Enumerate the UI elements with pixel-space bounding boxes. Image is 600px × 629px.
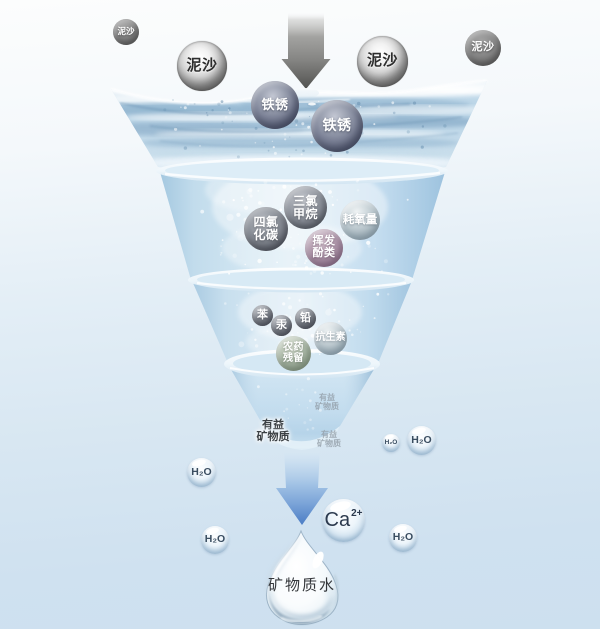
- sphere-label: 抗生素: [315, 332, 346, 344]
- calcium-charge: 2+: [351, 508, 363, 520]
- sphere-label: 铁锈: [261, 96, 289, 112]
- sphere-label-line: 四氯: [253, 215, 279, 230]
- sphere-label-line: 酚类: [312, 247, 336, 259]
- drop-label: 矿物质水: [267, 577, 336, 594]
- h2o-bubble-5: H₂O: [389, 524, 417, 552]
- h2o-bubble-4: H₂O: [201, 526, 229, 554]
- calcium-symbol: Ca: [324, 509, 351, 532]
- sphere-rust-1: 铁锈: [251, 81, 299, 129]
- sphere-sediment-2: 泥沙: [177, 41, 227, 91]
- sphere-pesticide-residue: 农药残留: [276, 336, 311, 371]
- sphere-label: 铁锈: [322, 117, 352, 134]
- sphere-sediment-1: 泥沙: [113, 19, 139, 45]
- minerals-text-main: 有益矿物质: [243, 419, 303, 444]
- sphere-label-line: 挥发: [312, 235, 336, 248]
- sphere-label: 泥沙: [471, 41, 495, 54]
- sphere-rust-2: 铁锈: [311, 100, 363, 152]
- calcium-label: Ca2+: [324, 508, 363, 532]
- sphere-label-line: 残留: [283, 352, 304, 364]
- sphere-label-line: 农药: [283, 341, 304, 353]
- h2o-bubble-1: H₂O: [382, 434, 400, 452]
- sphere-oxygen-consumption: 耗氧量: [340, 200, 380, 240]
- sphere-benzene: 苯: [252, 305, 273, 326]
- water-drop: [265, 529, 339, 625]
- calcium-ion-bubble: Ca2+: [322, 499, 365, 542]
- sphere-sediment-4: 泥沙: [465, 30, 501, 66]
- sphere-label: 铅: [300, 311, 311, 324]
- sphere-mercury: 汞: [271, 315, 292, 336]
- sphere-label: 泥沙: [186, 56, 218, 74]
- minerals-line: 矿物质: [256, 431, 290, 444]
- minerals-line: 有益: [262, 419, 284, 431]
- inflow-arrow: [281, 12, 331, 108]
- h2o-bubble-3: H₂O: [187, 458, 216, 487]
- sphere-label-line: 甲烷: [292, 206, 318, 221]
- minerals-line: 有益: [319, 393, 335, 402]
- h2o-label: H₂O: [384, 439, 398, 447]
- sphere-label: 耗氧量: [342, 213, 378, 226]
- funnel-tier4: [229, 366, 376, 450]
- sphere-volatile-phenols: 挥发酚类: [305, 229, 343, 267]
- minerals-text-faint-1: 有益矿物质: [303, 393, 351, 412]
- water-droplet-speckles: [163, 99, 447, 159]
- sphere-label-line: 三氯: [292, 193, 318, 208]
- sphere-label: 苯: [257, 308, 268, 321]
- sphere-label: 汞: [276, 318, 287, 331]
- minerals-line: 矿物质: [317, 438, 341, 448]
- minerals-text-faint-2: 有益矿物质: [305, 430, 353, 449]
- funnel-rim1: [156, 157, 448, 185]
- minerals-line: 矿物质: [315, 401, 339, 411]
- minerals-line: 有益: [321, 430, 337, 439]
- h2o-label: H₂O: [191, 465, 212, 478]
- outflow-arrow: [276, 448, 328, 525]
- h2o-label: H₂O: [204, 533, 226, 546]
- sphere-chloroform: 三氯甲烷: [284, 186, 327, 229]
- sphere-sediment-3: 泥沙: [357, 36, 408, 87]
- funnel-rim2: [188, 267, 414, 293]
- sphere-label-line: 化碳: [253, 228, 279, 242]
- sphere-lead: 铅: [295, 308, 316, 329]
- h2o-bubble-2: H₂O: [407, 426, 436, 455]
- sphere-label: 泥沙: [366, 52, 398, 70]
- h2o-label: H₂O: [392, 531, 414, 544]
- sphere-antibiotics: 抗生素: [314, 322, 347, 355]
- sphere-carbon-tetrachloride: 四氯化碳: [244, 207, 288, 251]
- h2o-label: H₂O: [411, 433, 432, 446]
- sphere-label: 泥沙: [117, 26, 135, 37]
